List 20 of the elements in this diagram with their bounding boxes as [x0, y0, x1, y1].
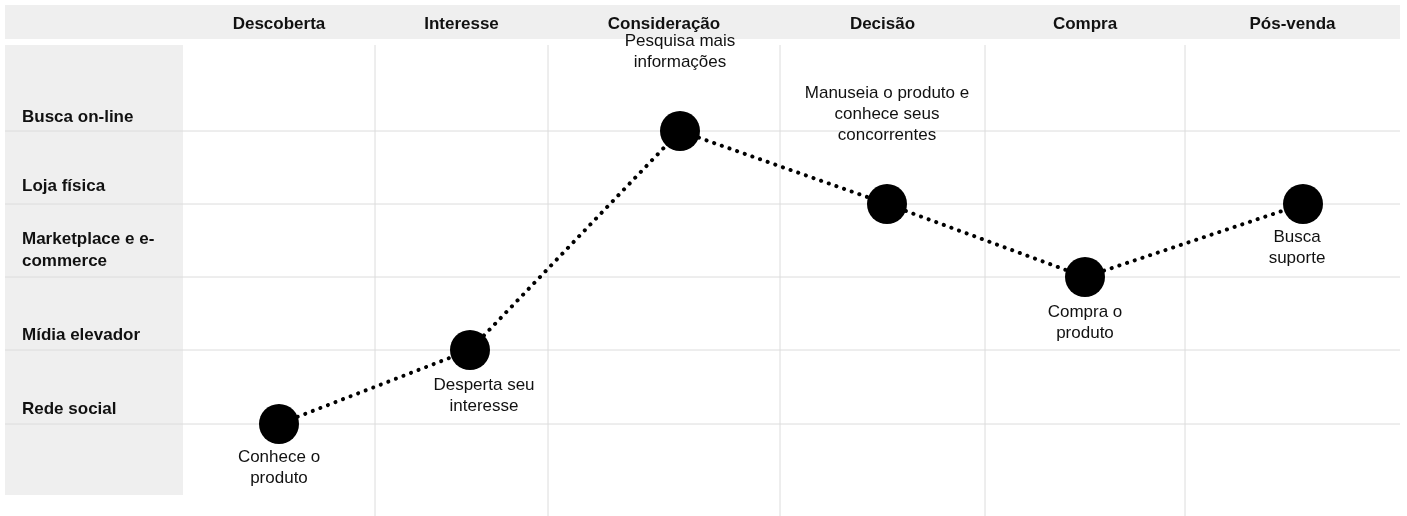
step-caption: Compra o produto: [1046, 301, 1124, 343]
row-label: Busca on-line: [22, 106, 135, 128]
step-caption: Manuseia o produto e conhece seus concorrentes: [803, 82, 971, 145]
step-caption: Pesquisa mais informações: [624, 31, 737, 72]
column-header: Interesse: [423, 14, 500, 34]
step-caption: Busca suporte: [1267, 226, 1327, 268]
column-header: Consideração: [606, 14, 722, 34]
step-caption: Desperta seu interesse: [432, 374, 536, 416]
step-caption: Conhece o produto: [236, 446, 322, 488]
row-label: Marketplace e e-commerce: [22, 228, 156, 272]
row-label: Loja física: [22, 175, 107, 197]
dotted-connector: [903, 208, 1069, 273]
row-label: Mídia elevador: [22, 324, 142, 346]
column-header: Descoberta: [231, 14, 327, 34]
column-header: Pós-venda: [1248, 14, 1337, 34]
dotted-connector: [696, 135, 871, 200]
column-header: Compra: [1051, 14, 1119, 34]
row-label: Rede social: [22, 398, 118, 420]
dotted-connector: [295, 355, 454, 419]
column-header: Decisão: [848, 14, 917, 34]
